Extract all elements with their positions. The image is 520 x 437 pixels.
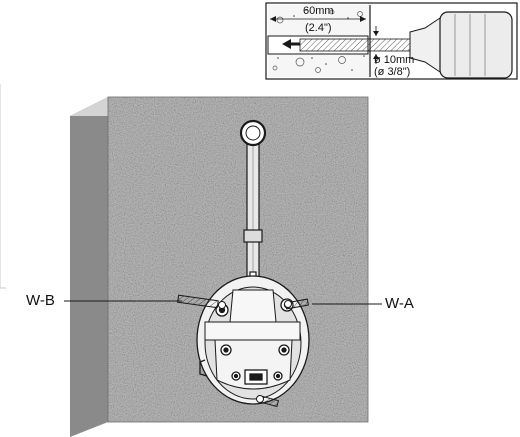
cropped-table-edge bbox=[0, 84, 6, 289]
drill-diameter-imperial: (ø 3/8") bbox=[374, 66, 411, 78]
drilling-detail-inset bbox=[265, 2, 518, 80]
drill-diameter-metric: ø 10mm bbox=[374, 54, 415, 66]
wall-side-face bbox=[70, 97, 108, 437]
screw-bottom bbox=[256, 394, 280, 408]
screw-w-b bbox=[177, 294, 226, 309]
callout-w-b: W-B bbox=[26, 292, 55, 309]
callout-w-a: W-A bbox=[385, 295, 414, 312]
rod-ring-handle bbox=[239, 119, 267, 147]
screw-w-a bbox=[284, 298, 309, 310]
drill-depth-metric: 60mm bbox=[303, 5, 334, 17]
drill-depth-imperial: (2.4") bbox=[305, 22, 332, 34]
camera-mount-base bbox=[196, 275, 310, 405]
